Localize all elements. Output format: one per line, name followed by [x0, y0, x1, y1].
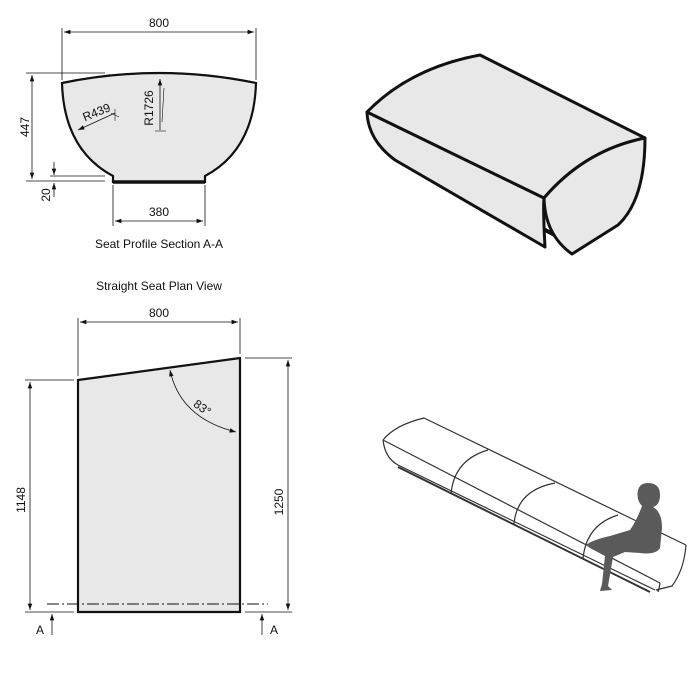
- person-silhouette-icon: [586, 483, 662, 591]
- section-base-width-label: 380: [149, 205, 169, 219]
- section-base-offset-label: 20: [39, 188, 53, 202]
- section-caption: Seat Profile Section A-A: [95, 237, 223, 251]
- top-radius-label: R1726: [142, 90, 156, 126]
- left-length-label: 1148: [14, 487, 28, 513]
- plan-view: Straight Seat Plan View 800 1148 1250 83…: [14, 279, 292, 637]
- section-marker-left: A: [36, 623, 44, 637]
- right-length-label: 1250: [272, 488, 286, 515]
- iso-bench: [382, 417, 687, 593]
- section-height-label: 447: [18, 117, 32, 137]
- section-profile-shape: [60, 71, 258, 184]
- plan-width-label: 800: [149, 306, 169, 320]
- plan-shape: [76, 356, 242, 614]
- section-marker-right: A: [270, 623, 278, 637]
- iso-single-module: [365, 53, 647, 256]
- section-profile-view: 800 447 20 380 R439 R1726 Seat Profile S…: [18, 16, 258, 251]
- section-width-label: 800: [149, 16, 169, 30]
- plan-caption: Straight Seat Plan View: [96, 279, 222, 293]
